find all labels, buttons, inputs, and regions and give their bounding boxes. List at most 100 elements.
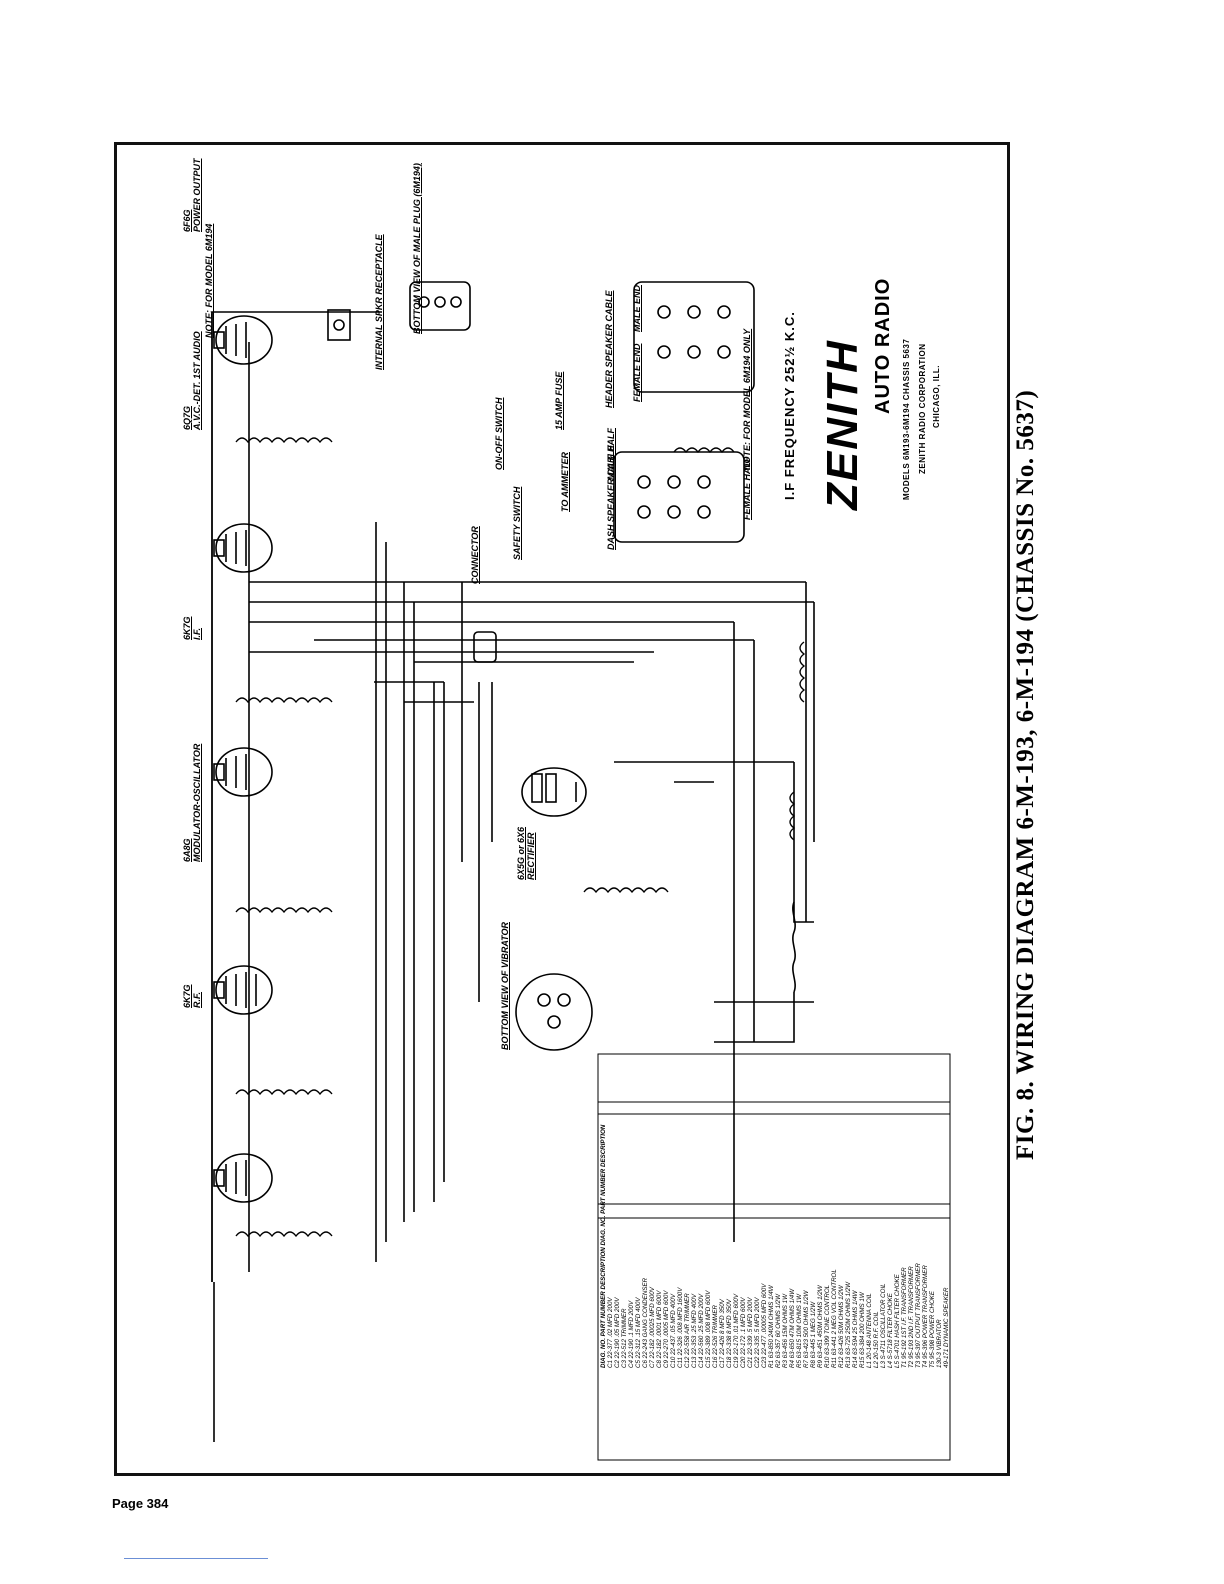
connector-block	[473, 631, 497, 663]
wiring-diagram	[211, 281, 951, 1461]
parts-table-row: C10 22-437 .05 MFD 400V	[670, 1294, 677, 1368]
parts-table-row: T3 95-397 OUTPUT TRANSFORMER	[915, 1263, 922, 1368]
tube-6f6g-power	[213, 315, 273, 365]
parts-table-row: R2 63-357 60 OHMS 1/2W	[775, 1294, 782, 1368]
brand-name: ZENITH	[818, 339, 867, 510]
parts-table: DIAG. NO. PART NUMBER DESCRIPTION DIAG. …	[600, 966, 950, 1368]
label-male-end: MALE END	[632, 285, 642, 332]
tube-symbols	[213, 315, 587, 1203]
label-safety-switch: SAFETY SWITCH	[512, 486, 522, 560]
label-ammeter: TO AMMETER	[560, 452, 570, 512]
parts-table-row: R3 63-456 15M OHMS 1W	[782, 1294, 789, 1368]
parts-table-row: C5 22-312 .15 MFD 400V	[635, 1297, 642, 1368]
parts-table-row: L2 20-150 R.F. COIL	[873, 1311, 880, 1368]
parts-table-row: L3 S-4711 OSCILLATOR COIL	[880, 1283, 887, 1368]
parts-table-grid	[597, 1053, 951, 1461]
parts-table-row: T1 95-192 1ST I.F. TRANSFORMER	[901, 1267, 908, 1368]
brand-city: CHICAGO, ILL.	[932, 365, 941, 428]
label-header-speaker-cable: HEADER SPEAKER CABLE	[604, 290, 614, 408]
parts-table-row: R5 63-815 10M OHMS 1W	[796, 1294, 803, 1368]
parts-table-row: C23 22-477 .00005 MFD 600V	[761, 1283, 768, 1368]
parts-table-row: R4 63-650 47M OHMS 1/4W	[789, 1288, 796, 1368]
diagram-frame	[114, 142, 1010, 1476]
header-speaker-plug	[633, 281, 755, 393]
vibrator-socket	[515, 973, 593, 1051]
parts-table-row: T2 95-193 2ND I.F. TRANSFORMER	[908, 1266, 915, 1368]
parts-table-row: C9 22-270 .0005 MFD 600V	[663, 1290, 670, 1368]
connector-symbols	[327, 281, 755, 1051]
label-note-bottom: NOTE: FOR MODEL 6M194 ONLY	[742, 328, 752, 470]
parts-table-row: L5 S-4701 HASH FILTER CHOKE	[894, 1274, 901, 1368]
parts-table-row: C20 22-172 .1 MFD 600V	[740, 1297, 747, 1368]
tube-6k7g-rf	[213, 1153, 273, 1203]
parts-table-row: R11 63-441 2 MEG VOL CONTROL	[831, 1269, 838, 1368]
label-note-top: NOTE: FOR MODEL 6M194	[204, 223, 214, 338]
if-frequency: I.F FREQUENCY 252½ K.C.	[782, 311, 797, 500]
parts-table-row: C11 22-326 .008 MFD 1600V	[677, 1287, 684, 1368]
label-on-off-switch: ON-OFF SWITCH	[494, 397, 504, 471]
parts-table-row: T4 95-396 POWER TRANSFORMER	[922, 1265, 929, 1368]
parts-table-row: C18 22-338 8 MFD 350V	[726, 1299, 733, 1368]
parts-table-header: DIAG. NO. PART NUMBER DESCRIPTION DIAG. …	[600, 1124, 607, 1368]
parts-table-row: C3 22-512 TRIMMER	[621, 1308, 628, 1369]
parts-table-row: C12 22-558 AIR TRIMMER	[684, 1293, 691, 1368]
internal-spkr-receptacle	[327, 309, 351, 341]
parts-table-row: C17 22-426 8 MFD 350V	[719, 1299, 726, 1368]
parts-table-row: C15 22-389 .008 MFD 600V	[705, 1290, 712, 1368]
bottom-rule	[124, 1558, 268, 1559]
parts-table-row: C19 22-170 .01 MFD 600V	[733, 1294, 740, 1368]
parts-table-row: R1 63-850 240M OHMS 1/4W	[768, 1285, 775, 1368]
parts-table-row: C14 22-560 .25 MFD 200V	[698, 1294, 705, 1368]
parts-table-row: T5 95-398 POWER CHOKE	[929, 1290, 936, 1368]
label-male-half: MALE HALF	[606, 428, 616, 480]
coil-symbols	[235, 437, 806, 1238]
tube-6q7g-det	[213, 523, 273, 573]
tube-6a8g-modulator	[213, 965, 273, 1015]
parts-table-row: L1 20-148 ANTENNA COIL	[866, 1293, 873, 1368]
parts-table-row: R14 63-594 25 OHMS 1/4W	[852, 1290, 859, 1368]
label-female-end: FEMALE END	[632, 343, 642, 403]
parts-table-row: C22 22-335 .5 MFD 200V	[754, 1297, 761, 1368]
parts-table-row: C6 22-243 GANG CONDENSER	[642, 1277, 649, 1368]
parts-table-row: C1 22-377 .02 MFD 200V	[607, 1297, 614, 1368]
parts-table-row: 130-3 VIBRATOR	[936, 1319, 943, 1368]
parts-table-row: L4 S-5718 FILTER CHOKE	[887, 1293, 894, 1368]
brand-company: ZENITH RADIO CORPORATION	[918, 343, 927, 474]
figure-caption: FIG. 8. WIRING DIAGRAM 6-M-193, 6-M-194 …	[1012, 389, 1039, 1160]
label-vibrator: BOTTOM VIEW OF VIBRATOR	[500, 922, 510, 1050]
dash-speaker-plug	[613, 451, 745, 543]
parts-table-row: R10 63-399 TONE CONTROL	[824, 1284, 831, 1368]
male-plug	[409, 281, 471, 331]
parts-table-row: C2 22-190 .05 MFD 200V	[614, 1297, 621, 1368]
label-fuse: 15 AMP FUSE	[554, 371, 564, 430]
parts-table-row: C13 22-353 .25 MFD 400V	[691, 1294, 698, 1368]
parts-table-row: R15 63-384 200 OHMS 1W	[859, 1292, 866, 1368]
parts-table-row: R7 63-423 500 OHMS 1/2W	[803, 1290, 810, 1368]
parts-table-row: C4 22-190 .1 MFD 200V	[628, 1300, 635, 1368]
parts-table-row: C21 22-339 .5 MFD 200V	[747, 1297, 754, 1368]
parts-table-row: R12 63-426 50M OHMS 1/2W	[838, 1285, 845, 1368]
parts-table-row: R13 63-725 250M OHMS 1/2W	[845, 1282, 852, 1368]
brand-line2: AUTO RADIO	[872, 277, 894, 414]
tube-6k7g-if	[213, 747, 273, 797]
parts-table-row: R8 63-445 1 MEG 1/2W	[810, 1301, 817, 1368]
label-internal-spkr: INTERNAL SPKR RECEPTACLE	[374, 234, 384, 370]
label-male-plug: BOTTOM VIEW OF MALE PLUG (6M194)	[412, 163, 422, 334]
brand-models: MODELS 6M193-6M194 CHASSIS 5637	[902, 338, 911, 500]
parts-table-row: C8 22-182 .0001 MFD 600V	[656, 1290, 663, 1368]
parts-table-row: C7 22-182 .00025 MFD 600V	[649, 1287, 656, 1368]
label-connector: CONNECTOR	[470, 526, 480, 584]
parts-table-row: C16 22-526 TRIMMER	[712, 1305, 719, 1368]
page-number: Page 384	[112, 1496, 169, 1511]
schematic-wiring	[211, 311, 815, 1442]
parts-table-row: 49-171 DYNAMIC SPEAKER	[943, 1287, 950, 1368]
parts-table-row: R9 63-451 450M OHMS 1/2W	[817, 1285, 824, 1368]
parts-table-body: DIAG. NO. PART NUMBER DESCRIPTION DIAG. …	[600, 966, 950, 1368]
tube-6x5g-rectifier	[521, 767, 587, 817]
